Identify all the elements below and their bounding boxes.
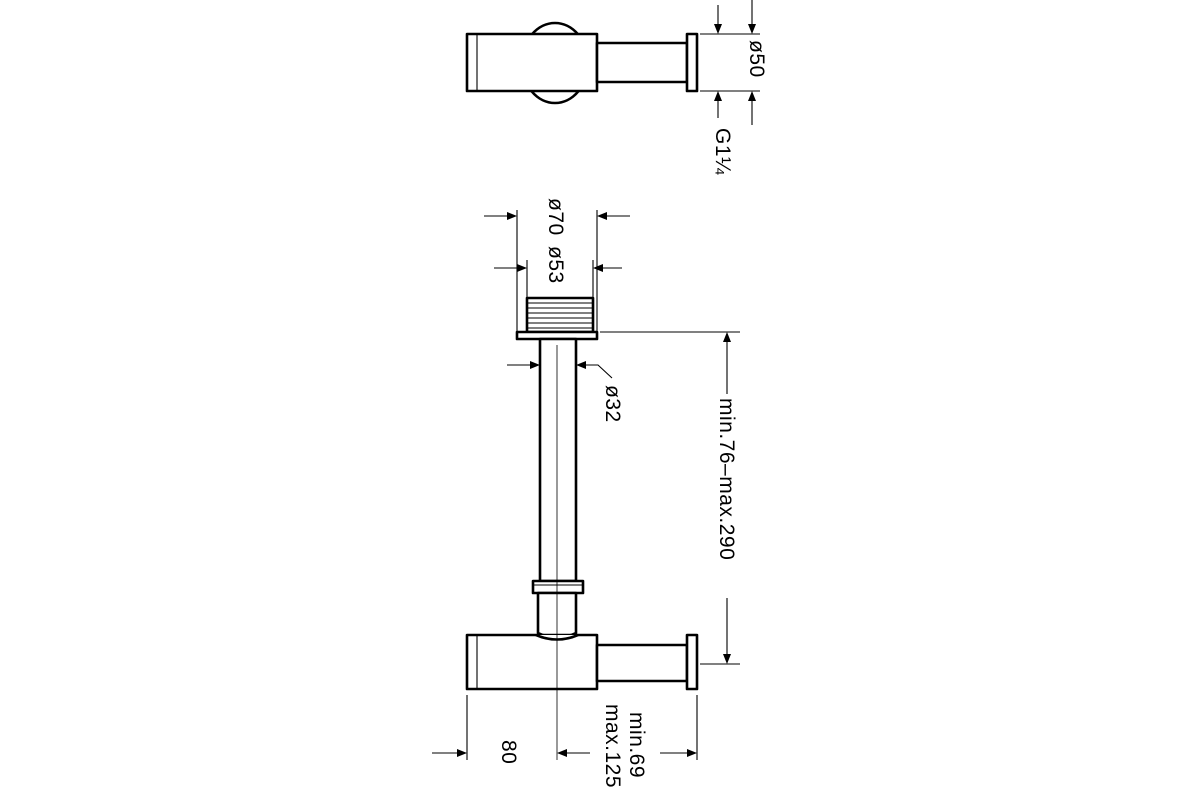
arrow-head bbox=[530, 361, 540, 369]
arrow-head bbox=[517, 264, 527, 272]
arrow-head bbox=[597, 212, 607, 220]
projection-min-label: min.69 bbox=[625, 712, 648, 778]
outlet-pipe bbox=[595, 643, 689, 683]
depth-label: 80 bbox=[497, 740, 520, 764]
top-view-wall-flange bbox=[685, 32, 699, 93]
ribbed-tailpiece bbox=[525, 296, 595, 334]
arrow-head bbox=[748, 24, 756, 34]
projection-max-label: max.125 bbox=[601, 704, 624, 788]
vertical-pipe bbox=[538, 337, 578, 583]
dimension-lines bbox=[432, 0, 760, 760]
arrow-head bbox=[557, 749, 567, 757]
inner-diameter-label: ø53 bbox=[544, 246, 567, 284]
height-range-label: min.76–max.290 bbox=[715, 398, 738, 560]
arrow-head bbox=[687, 749, 697, 757]
top-view-trap-body bbox=[465, 32, 599, 93]
leader-line bbox=[582, 364, 613, 379]
trap-body bbox=[465, 633, 599, 691]
arrow-head bbox=[457, 749, 467, 757]
coupling-nut bbox=[531, 579, 585, 595]
thread-label: G1¼ bbox=[711, 128, 734, 175]
arrow-head bbox=[576, 361, 586, 369]
arrow-head bbox=[748, 91, 756, 101]
front-view bbox=[465, 296, 699, 760]
outer-diameter-label: ø70 bbox=[544, 198, 567, 236]
dimension-labels: ø50 G1¼ ø70 ø53 ø32 min.76–max.290 80 mi… bbox=[497, 40, 768, 788]
arrow-head bbox=[714, 91, 722, 101]
wall-flange bbox=[685, 633, 699, 691]
arrow-head bbox=[723, 332, 731, 342]
arrow-head bbox=[723, 654, 731, 664]
top-view bbox=[465, 21, 699, 105]
top-view-outlet-pipe bbox=[595, 41, 689, 84]
pipe-diameter-label: ø32 bbox=[601, 385, 624, 423]
top-diameter-label: ø50 bbox=[745, 40, 768, 78]
arrow-head bbox=[593, 264, 603, 272]
arrow-head bbox=[714, 24, 722, 34]
arrow-head bbox=[507, 212, 517, 220]
